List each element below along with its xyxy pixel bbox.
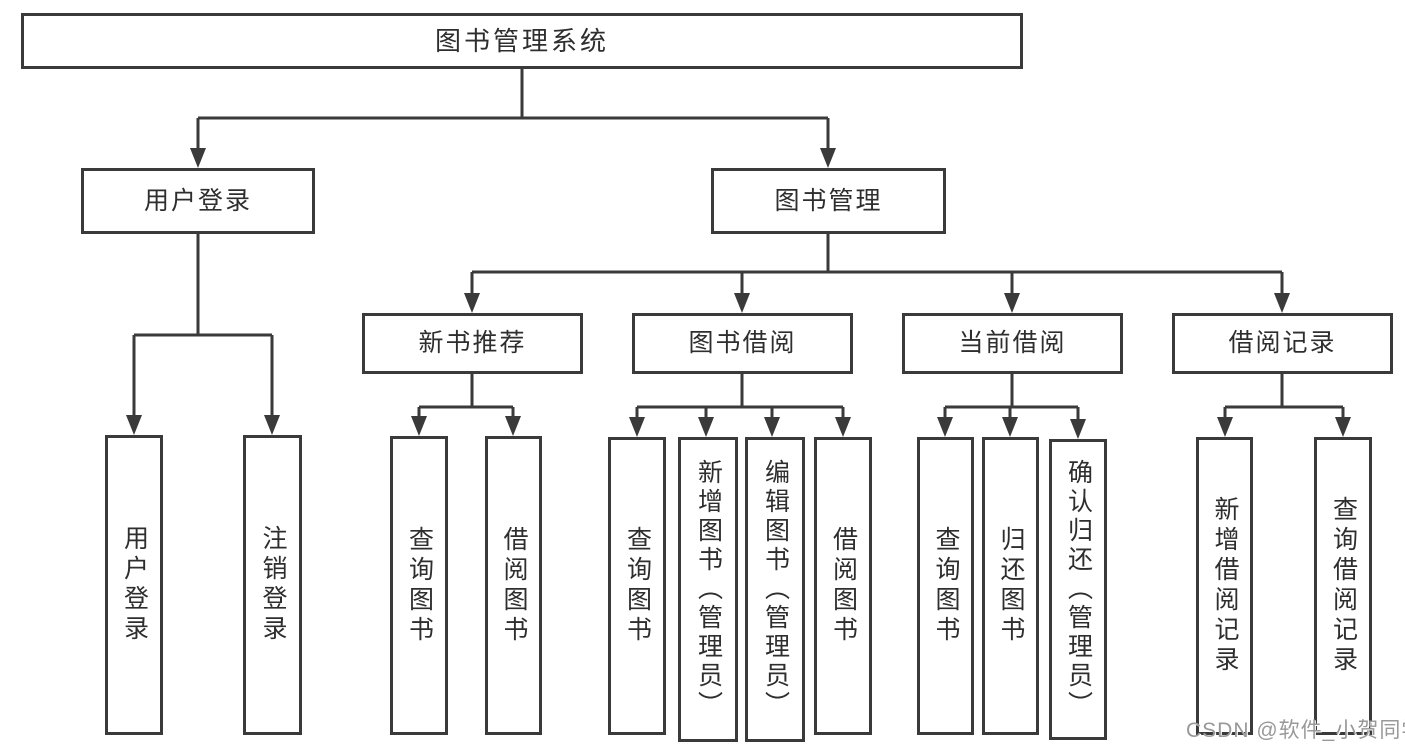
node-label: 新增图书（管理员） xyxy=(694,459,723,720)
node-label: 借阅图书 xyxy=(829,526,858,646)
node-book-management: 图书管理 xyxy=(711,168,946,234)
node-label: 图书借阅 xyxy=(688,329,797,357)
node-label: 查询图书 xyxy=(405,525,434,646)
node-current-borrowing: 当前借阅 xyxy=(902,313,1123,374)
leaf-add-books-admin: 新增图书（管理员） xyxy=(678,437,738,742)
node-label: 确认归还（管理员） xyxy=(1064,459,1093,720)
connector-book-borrow-split xyxy=(635,374,845,419)
node-label: 查询图书 xyxy=(623,526,652,646)
node-book-borrowing: 图书借阅 xyxy=(632,313,853,374)
node-user-login: 用户登录 xyxy=(81,168,315,234)
leaf-user-login: 用户登录 xyxy=(105,435,163,735)
node-label: 查询借阅记录 xyxy=(1329,496,1358,676)
leaf-logout: 注销登录 xyxy=(243,435,302,735)
node-new-book-recommendation: 新书推荐 xyxy=(362,313,583,374)
leaf-edit-books-admin: 编辑图书（管理员） xyxy=(745,437,805,742)
leaf-confirm-return-admin: 确认归还（管理员） xyxy=(1049,439,1107,740)
connector-current-borrow-split xyxy=(943,374,1080,421)
node-label: 新书推荐 xyxy=(418,329,527,357)
node-label: 图书管理系统 xyxy=(434,26,609,56)
leaf-query-books-current: 查询图书 xyxy=(917,437,974,735)
leaf-query-borrow-record: 查询借阅记录 xyxy=(1314,437,1372,735)
connector-user-login-split xyxy=(132,234,274,417)
node-label: 查询图书 xyxy=(932,526,960,646)
node-label: 当前借阅 xyxy=(958,329,1067,357)
connector-borrow-records-split xyxy=(1223,374,1345,419)
connector-book-management-split xyxy=(470,234,1284,295)
node-borrowing-records: 借阅记录 xyxy=(1172,313,1393,374)
csdn-watermark: CSDN @软件_小贺同学 xyxy=(1186,719,1405,742)
leaf-query-books-borrow: 查询图书 xyxy=(608,437,666,735)
leaf-return-books: 归还图书 xyxy=(982,437,1039,735)
node-label: 注销登录 xyxy=(259,525,287,645)
leaf-borrow-books: 借阅图书 xyxy=(814,437,872,735)
node-label: 编辑图书（管理员） xyxy=(761,459,790,720)
node-label: 归还图书 xyxy=(997,526,1025,646)
node-label: 用户登录 xyxy=(120,525,149,645)
node-label: 借阅图书 xyxy=(500,525,528,646)
connector-root-split xyxy=(196,69,830,150)
leaf-borrow-books-recommend: 借阅图书 xyxy=(485,436,542,735)
node-label: 图书管理 xyxy=(774,186,883,215)
leaf-add-borrow-record: 新增借阅记录 xyxy=(1196,437,1253,735)
node-label: 借阅记录 xyxy=(1228,329,1337,357)
node-label: 新增借阅记录 xyxy=(1211,496,1239,676)
node-library-management-system: 图书管理系统 xyxy=(21,13,1023,69)
connector-new-book-split xyxy=(417,374,515,418)
leaf-query-books-recommend: 查询图书 xyxy=(390,436,448,735)
node-label: 用户登录 xyxy=(143,186,252,215)
